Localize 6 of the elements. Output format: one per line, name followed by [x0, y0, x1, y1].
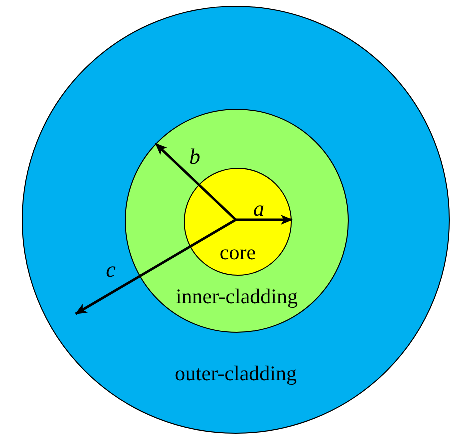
radius-label: c	[106, 259, 116, 281]
radius-label: b	[190, 146, 200, 168]
region-label: inner-cladding	[176, 286, 298, 308]
radius-label: a	[254, 198, 264, 220]
region-label: core	[220, 242, 256, 264]
region-label: outer-cladding	[174, 364, 298, 384]
